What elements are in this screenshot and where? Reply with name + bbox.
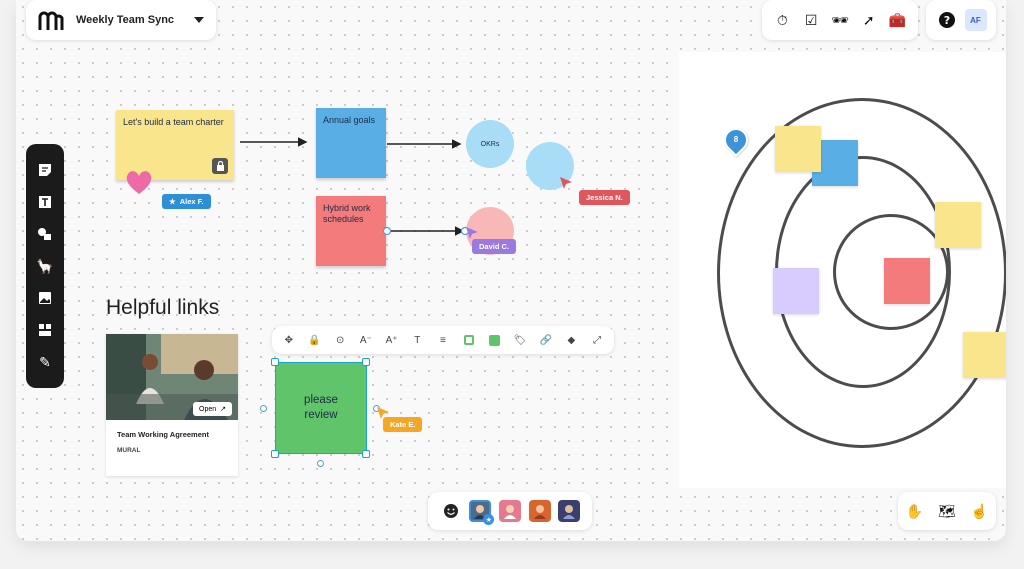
cursor-david xyxy=(466,227,478,239)
target-ring-outer xyxy=(717,98,1006,448)
resize-handle-tl[interactable] xyxy=(271,358,279,366)
shapes-icon[interactable] xyxy=(34,223,56,245)
link-card-image: Open ↗ xyxy=(106,334,238,420)
emoji-icon[interactable] xyxy=(440,500,462,522)
selected-sticky-note[interactable]: please review xyxy=(275,362,367,454)
target-ring-inner xyxy=(833,214,949,330)
participant-avatar-1[interactable]: ★ xyxy=(469,500,495,525)
increase-font-icon[interactable]: A⁺ xyxy=(385,334,398,346)
participants-bar: ★ xyxy=(428,492,592,530)
target-sticky-yellow-1[interactable] xyxy=(775,126,821,172)
resize-handle-bl[interactable] xyxy=(271,450,279,458)
focus-icon[interactable]: ⊙ xyxy=(336,334,345,346)
mural-logo-icon[interactable] xyxy=(38,9,64,31)
touch-icon[interactable]: ☝ xyxy=(970,502,989,519)
board-title[interactable]: Weekly Team Sync xyxy=(76,14,175,26)
llama-icon[interactable]: 🦙 xyxy=(36,257,54,274)
timer-icon[interactable]: ⏱ xyxy=(776,11,788,28)
format-toolbar: ✥ 🔒 ⊙ A⁻ A⁺ T ≡ 🏷 🔗 ◆ ⤢ xyxy=(272,326,614,354)
collaborator-tag-kate: Kate E. xyxy=(383,417,423,432)
sticky-annual-goals[interactable]: Annual goals xyxy=(316,108,386,178)
participant-avatar-4[interactable] xyxy=(558,500,581,522)
link-icon[interactable]: 🔗 xyxy=(539,334,552,346)
fill-color-icon[interactable] xyxy=(486,332,502,348)
collaborator-tag-david: David C. xyxy=(472,239,517,254)
help-icon[interactable]: ? xyxy=(936,9,958,31)
board-title-bar[interactable]: Weekly Team Sync xyxy=(26,0,216,40)
sticky-team-charter-text: Let's build a team charter xyxy=(123,117,224,127)
target-sticky-red[interactable] xyxy=(884,258,930,304)
sticky-hybrid-work[interactable]: Hybrid work schedules xyxy=(316,196,386,266)
target-sticky-yellow-2[interactable] xyxy=(935,202,981,248)
cursor-click-icon[interactable]: ➚ xyxy=(862,11,875,28)
target-sticky-yellow-3[interactable] xyxy=(963,332,1006,378)
link-card-source: MURAL xyxy=(117,447,141,454)
toolbox-icon[interactable]: 🧰 xyxy=(888,11,907,28)
external-link-icon: ↗ xyxy=(220,406,226,413)
resize-handle-tr[interactable] xyxy=(362,358,370,366)
star-badge-icon: ★ xyxy=(483,514,495,525)
link-card[interactable]: Open ↗ Team Working Agreement MURAL xyxy=(106,334,238,476)
sticky-note-icon[interactable] xyxy=(34,159,56,181)
connectors xyxy=(240,137,470,236)
mural-canvas[interactable]: Weekly Team Sync ⏱ ☑ 🕶 ➚ 🧰 ? AF 🦙 ✎ xyxy=(16,0,1006,541)
cursor-kate xyxy=(377,407,389,419)
text-icon[interactable] xyxy=(34,191,56,213)
expand-icon[interactable]: ⤢ xyxy=(593,334,602,346)
participant-avatar-2[interactable] xyxy=(498,500,521,522)
connector-handle-bottom[interactable] xyxy=(317,460,324,467)
collaborator-tag-jessica: Jessica N. xyxy=(579,190,630,205)
cursor-jessica xyxy=(560,177,572,189)
lock-icon[interactable] xyxy=(212,158,228,174)
open-link-button[interactable]: Open ↗ xyxy=(193,402,232,416)
hand-icon[interactable]: ✋ xyxy=(905,502,924,519)
section-heading[interactable]: Helpful links xyxy=(106,296,220,319)
participant-avatar-3[interactable] xyxy=(528,500,551,522)
image-icon[interactable] xyxy=(34,287,56,309)
lock-icon[interactable]: 🔒 xyxy=(308,334,321,346)
circle-okrs[interactable]: OKRs xyxy=(466,120,514,168)
target-diagram[interactable] xyxy=(679,52,1006,488)
top-tools-bar: ⏱ ☑ 🕶 ➚ 🧰 xyxy=(762,0,918,40)
move-icon[interactable]: ✥ xyxy=(284,334,294,346)
user-avatar[interactable]: AF xyxy=(964,9,987,31)
checklist-icon[interactable]: ☑ xyxy=(804,11,818,28)
pen-icon[interactable]: ✎ xyxy=(39,353,51,370)
chevron-down-icon[interactable] xyxy=(194,17,204,23)
border-color-icon[interactable] xyxy=(461,332,477,348)
heart-sticker[interactable] xyxy=(124,168,154,196)
help-bar: ? AF xyxy=(926,0,996,40)
navigation-bar: ✋ 🗺 ☝ xyxy=(898,492,996,530)
tag-icon[interactable]: 🏷 xyxy=(513,334,527,346)
align-icon[interactable]: ≡ xyxy=(440,334,446,346)
text-format-icon[interactable]: T xyxy=(414,334,421,346)
target-sticky-purple[interactable] xyxy=(773,268,819,314)
incognito-icon[interactable]: 🕶 xyxy=(831,11,849,28)
resize-handle-br[interactable] xyxy=(362,450,370,458)
templates-icon[interactable] xyxy=(34,319,56,341)
connector-handle-left[interactable] xyxy=(260,405,267,412)
link-card-title: Team Working Agreement xyxy=(117,430,209,439)
map-icon[interactable]: 🗺 xyxy=(938,502,956,519)
left-toolbar: 🦙 ✎ xyxy=(26,144,64,388)
decrease-font-icon[interactable]: A⁻ xyxy=(359,334,372,346)
star-icon: ★ xyxy=(169,197,176,206)
sticky-team-charter[interactable]: Let's build a team charter xyxy=(116,110,234,180)
shape-style-icon[interactable]: ◆ xyxy=(567,334,576,346)
collaborator-tag-alex: ★ Alex F. xyxy=(162,194,211,209)
svg-text:?: ? xyxy=(943,14,949,27)
